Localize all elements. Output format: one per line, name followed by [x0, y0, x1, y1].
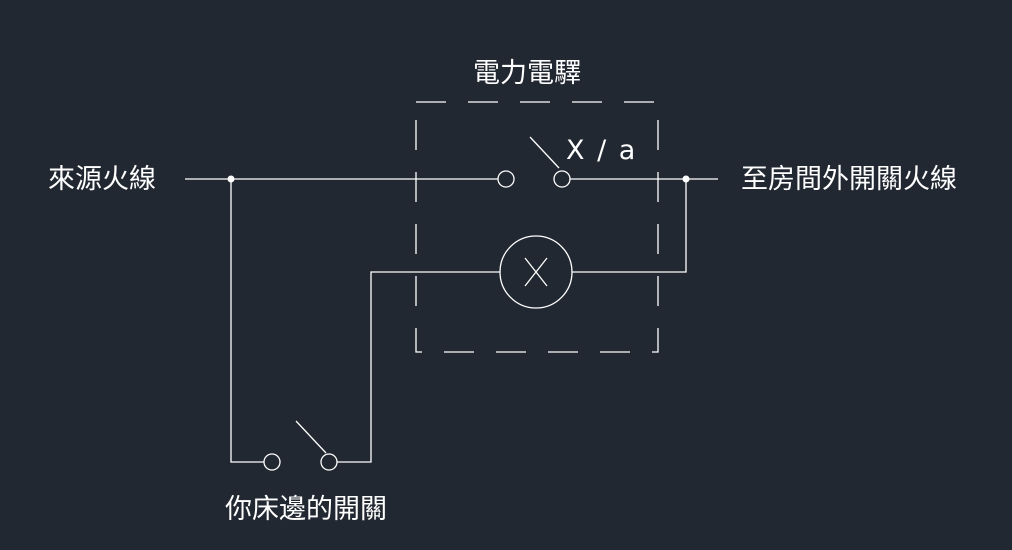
bedside-switch-blade — [295, 420, 327, 454]
relay-contact-terminal-right — [553, 170, 571, 188]
bedside-switch-terminal-right — [320, 453, 338, 471]
relay-contact-mark: X / a — [566, 135, 637, 166]
coil-mark-stroke-2 — [524, 257, 548, 287]
source-live-label: 來源火線 — [48, 164, 156, 195]
bedside-switch-terminal-left — [263, 453, 281, 471]
relay-enclosure — [415, 101, 659, 353]
coil-return-wire — [572, 179, 687, 273]
relay-title: 電力電驛 — [473, 58, 581, 89]
bedside-switch-label: 你床邊的開關 — [225, 494, 387, 525]
coil-feed-wire — [337, 271, 500, 463]
outside-switch-live-label: 至房間外開關火線 — [741, 164, 957, 195]
relay-contact-terminal-left — [497, 170, 515, 188]
bedside-switch-feed-wire — [230, 179, 264, 463]
relay-contact-blade — [529, 136, 560, 169]
